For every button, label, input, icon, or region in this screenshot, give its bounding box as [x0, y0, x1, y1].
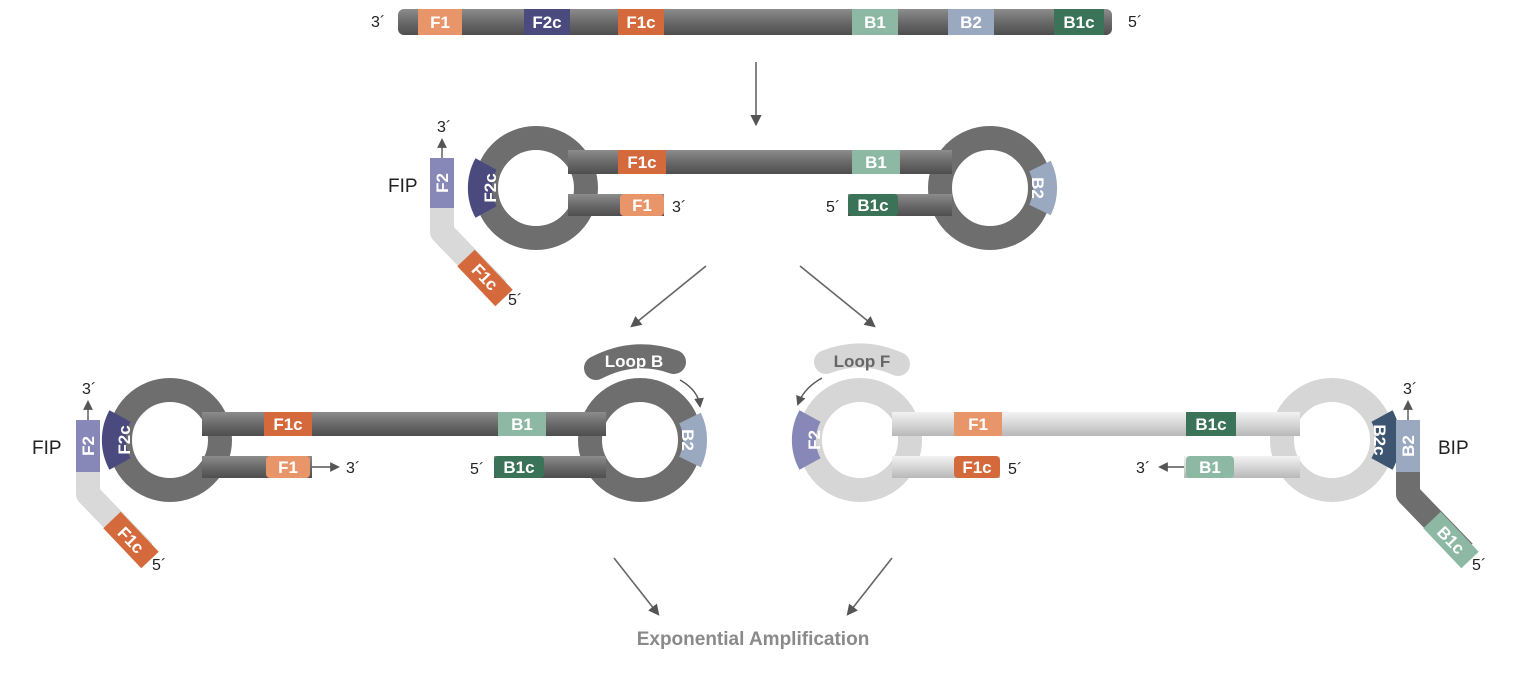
right-seg-f1-label: F1 [968, 415, 988, 434]
top-seg-b1-label: B1 [865, 153, 887, 172]
left-fip-5prime: 5´ [152, 557, 166, 574]
amplification-caption: Exponential Amplification [637, 629, 870, 650]
right-seg-f1: F1 [954, 412, 1002, 436]
left-seg-b1-label: B1 [511, 415, 533, 434]
left-seg-b2: B2 [678, 412, 708, 468]
template-3prime-label: 3´ [371, 14, 385, 31]
top-b1c-5prime: 5´ [826, 199, 840, 216]
arrow-to-left [630, 265, 707, 328]
top-seg-f1-label: F1 [632, 196, 652, 215]
template-5prime-label: 5´ [1128, 14, 1142, 31]
right-seg-b2c: B2c [1370, 410, 1401, 470]
left-seg-b1: B1 [498, 412, 546, 436]
top-seg-f2c-label: F2c [481, 173, 500, 202]
left-seg-b1c-label: B1c [503, 458, 534, 477]
right-seg-f2: F2 [791, 410, 824, 470]
template-seg-f1c: F1c [618, 9, 664, 35]
left-seg-f1-label: F1 [278, 458, 298, 477]
right-bip-3prime: 3´ [1403, 381, 1417, 398]
dumbbell-top: F1c B1 F1 3´ B1c 5´ F2c B2 F2 [388, 119, 1058, 309]
right-seg-f1c-label: F1c [962, 458, 991, 477]
template-backbone [398, 9, 1112, 35]
dumbbell-right: F1 B1c F1c 5´ B1 3´ F2 B2c Loop F [791, 343, 1486, 574]
template-seg-b1: B1 [852, 9, 898, 35]
template-seg-b1-label: B1 [864, 13, 886, 32]
right-seg-f2-label: F2 [805, 430, 824, 450]
top-seg-f1c: F1c [618, 150, 666, 174]
right-seg-b1c: B1c [1186, 412, 1236, 436]
top-seg-b1c: B1c [848, 194, 898, 216]
template-seg-b2-label: B2 [960, 13, 982, 32]
left-fip-name: FIP [32, 438, 62, 459]
arrow-right-to-amplification [846, 557, 893, 616]
right-seg-f1c: F1c [954, 456, 1000, 478]
template-seg-f1: F1 [418, 9, 462, 35]
right-bip-primer: B2 B1c 3´ 5´ BIP [1396, 381, 1486, 574]
top-fip-f2-label: F2 [433, 173, 452, 193]
top-seg-f1c-label: F1c [627, 153, 656, 172]
left-seg-f1c-label: F1c [273, 415, 302, 434]
top-fip-5prime: 5´ [508, 292, 522, 309]
template-seg-f1-label: F1 [430, 13, 450, 32]
right-bip-name: BIP [1438, 438, 1469, 459]
template-seg-b1c-label: B1c [1063, 13, 1094, 32]
arrow-left-to-amplification [613, 557, 660, 616]
top-fip-3prime: 3´ [437, 119, 451, 136]
right-seg-b1c-label: B1c [1195, 415, 1226, 434]
right-bip-b2-label: B2 [1399, 435, 1418, 457]
top-f1-3prime: 3´ [672, 199, 686, 216]
left-seg-f1c: F1c [264, 412, 312, 436]
top-fip-primer: F2 F1c 3´ 5´ FIP [388, 119, 522, 309]
right-b1-3prime: 3´ [1136, 460, 1150, 477]
top-loop-right [928, 126, 1052, 250]
right-bip-5prime: 5´ [1472, 557, 1486, 574]
left-seg-b1c: B1c [494, 456, 544, 478]
template-seg-b2: B2 [948, 9, 994, 35]
top-fip-name: FIP [388, 176, 418, 197]
template-seg-f2c: F2c [524, 9, 570, 35]
right-loop-f-label: Loop F [834, 352, 891, 371]
right-seg-b1-label: B1 [1199, 458, 1221, 477]
left-f1-3prime: 3´ [346, 460, 360, 477]
top-seg-f1: F1 [620, 194, 664, 216]
arrow-to-right [799, 265, 876, 328]
right-seg-b2c-label: B2c [1370, 424, 1389, 455]
dumbbell-left: F1c B1 F1 3´ B1c 5´ F2c B2 Loop B [32, 344, 708, 574]
left-seg-b2-label: B2 [678, 429, 697, 451]
template-strand: F1 F2c F1c B1 B2 B1c 3´ 5´ [371, 9, 1142, 35]
left-loop-b-primer: Loop B [584, 344, 704, 408]
left-seg-f2c-label: F2c [115, 425, 134, 454]
top-seg-b2: B2 [1028, 160, 1058, 216]
left-seg-f1: F1 [266, 456, 310, 478]
left-b1c-5prime: 5´ [470, 461, 484, 478]
left-seg-f2c: F2c [101, 410, 134, 470]
template-seg-f1c-label: F1c [626, 13, 655, 32]
top-seg-b2-label: B2 [1028, 177, 1047, 199]
top-seg-b1: B1 [852, 150, 900, 174]
template-seg-b1c: B1c [1054, 9, 1104, 35]
template-seg-f2c-label: F2c [532, 13, 561, 32]
left-fip-f2-label: F2 [79, 436, 98, 456]
left-fip-3prime: 3´ [82, 381, 96, 398]
left-loop-b-label: Loop B [605, 352, 664, 371]
right-seg-b1: B1 [1186, 456, 1234, 478]
right-f1c-5prime: 5´ [1008, 461, 1022, 478]
right-upper-stem [892, 412, 1300, 436]
top-seg-f2c: F2c [467, 158, 500, 218]
top-seg-b1c-label: B1c [857, 196, 888, 215]
right-loop-f-primer: Loop F [796, 343, 910, 406]
